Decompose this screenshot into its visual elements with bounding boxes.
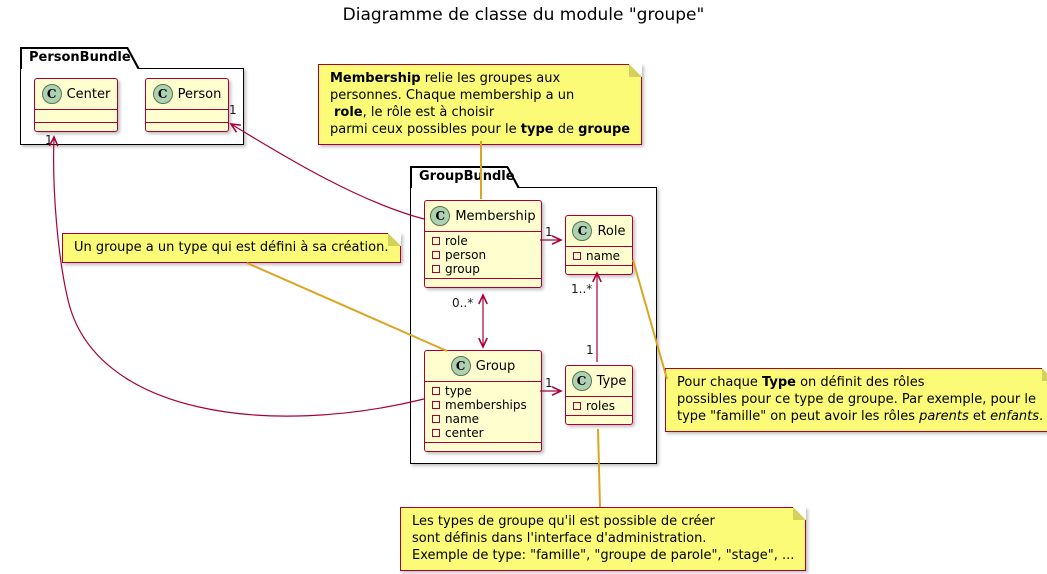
- class-name: Person: [177, 86, 222, 102]
- class-circle-icon: C: [152, 84, 173, 104]
- class-circle-icon: C: [572, 221, 593, 241]
- class-name: Group: [475, 358, 516, 374]
- note-membership: Membership relie les groupes aux personn…: [318, 64, 643, 145]
- class-type: C Type roles: [565, 365, 633, 425]
- package-person-bundle-tab: PersonBundle: [20, 47, 140, 69]
- attribute-row: role: [425, 234, 541, 248]
- class-header: C Group: [425, 351, 541, 382]
- attribute-name: roles: [586, 399, 615, 413]
- class-methods: [35, 122, 117, 131]
- field-icon: [432, 265, 440, 273]
- class-header: C Role: [566, 216, 632, 247]
- attribute-row: person: [425, 248, 541, 262]
- class-attributes: roles: [566, 397, 632, 415]
- class-attributes: [146, 110, 228, 122]
- attribute-row: group: [425, 262, 541, 276]
- multiplicity-membership-person: 1: [229, 103, 237, 117]
- diagram-title: Diagramme de classe du module "groupe": [342, 5, 705, 25]
- class-role: C Role name: [565, 215, 633, 275]
- class-header: C Type: [566, 366, 632, 397]
- class-methods: [425, 278, 541, 287]
- class-center: C Center: [34, 78, 118, 132]
- note-line: possibles pour ce type de groupe. Par ex…: [677, 392, 1036, 407]
- attribute-row: name: [566, 249, 632, 263]
- attribute-name: group: [445, 262, 480, 276]
- class-person: C Person: [145, 78, 229, 132]
- attribute-name: role: [445, 234, 468, 248]
- class-name: Role: [597, 223, 626, 239]
- attribute-row: roles: [566, 399, 632, 413]
- multiplicity-membership-role: 1: [545, 225, 553, 239]
- class-attributes: [35, 110, 117, 122]
- note-role: Pour chaque Type on définit des rôles po…: [665, 368, 1047, 432]
- field-icon: [432, 429, 440, 437]
- note-line: role, le rôle est à choisir: [334, 105, 495, 120]
- class-header: C Center: [35, 79, 117, 110]
- attribute-name: person: [445, 248, 487, 262]
- multiplicity-group-membership: 0..*: [452, 296, 474, 310]
- class-methods: [146, 122, 228, 131]
- class-name: Type: [596, 373, 627, 389]
- class-circle-icon: C: [41, 84, 62, 104]
- attribute-row: memberships: [425, 398, 541, 412]
- field-icon: [432, 251, 440, 259]
- attribute-name: type: [445, 384, 472, 398]
- attribute-name: center: [445, 426, 484, 440]
- class-membership: C Membership role person group: [424, 200, 542, 288]
- note-line: Exemple de type: "famille", "groupe de p…: [412, 548, 795, 563]
- class-header: C Membership: [425, 201, 541, 232]
- note-line: type "famille" on peut avoir les rôles p…: [677, 409, 1044, 424]
- package-name: PersonBundle: [29, 50, 131, 65]
- package-tab-shape-inner: [412, 168, 518, 189]
- field-icon: [432, 387, 440, 395]
- package-name: GroupBundle: [419, 169, 515, 184]
- edge-group-center: [54, 137, 425, 417]
- package-group-bundle-tab: GroupBundle: [410, 166, 520, 188]
- note-line: Pour chaque Type on définit des rôles: [677, 375, 925, 390]
- attribute-name: name: [445, 412, 480, 426]
- class-circle-icon: C: [430, 206, 451, 226]
- note-group-creation: Un groupe a un type qui est défini à sa …: [62, 233, 401, 263]
- multiplicity-type-role-source: 1: [586, 343, 594, 357]
- attribute-name: memberships: [445, 398, 527, 412]
- note-line: Les types de groupe qu'il est possible d…: [412, 514, 715, 529]
- class-methods: [425, 442, 541, 451]
- note-line: parmi ceux possibles pour le type de gro…: [330, 122, 631, 137]
- multiplicity-group-center: 1: [45, 133, 53, 147]
- field-icon: [573, 402, 581, 410]
- class-attributes: role person group: [425, 232, 541, 278]
- field-icon: [432, 401, 440, 409]
- field-icon: [432, 237, 440, 245]
- attribute-row: center: [425, 426, 541, 440]
- class-name: Center: [66, 86, 111, 102]
- class-header: C Person: [146, 79, 228, 110]
- field-icon: [573, 252, 581, 260]
- class-attributes: type memberships name center: [425, 382, 541, 442]
- note-line: Membership relie les groupes aux: [330, 71, 561, 86]
- class-attributes: name: [566, 247, 632, 265]
- class-circle-icon: C: [571, 371, 592, 391]
- note-type: Les types de groupe qu'il est possible d…: [400, 507, 807, 571]
- class-name: Membership: [455, 208, 536, 224]
- note-line: personnes. Chaque membership a un: [330, 88, 575, 103]
- class-group: C Group type memberships name center: [424, 350, 542, 452]
- field-icon: [432, 415, 440, 423]
- attribute-name: name: [586, 249, 621, 263]
- class-methods: [566, 265, 632, 274]
- attribute-row: type: [425, 384, 541, 398]
- attribute-row: name: [425, 412, 541, 426]
- package-tab-shape-inner: [22, 49, 138, 70]
- class-methods: [566, 415, 632, 424]
- note-line: Un groupe a un type qui est défini à sa …: [74, 240, 389, 255]
- note-line: sont définis dans l'interface d'administ…: [412, 531, 707, 546]
- multiplicity-type-role-target: 1..*: [571, 282, 593, 296]
- class-circle-icon: C: [450, 356, 471, 376]
- multiplicity-group-type: 1: [545, 376, 553, 390]
